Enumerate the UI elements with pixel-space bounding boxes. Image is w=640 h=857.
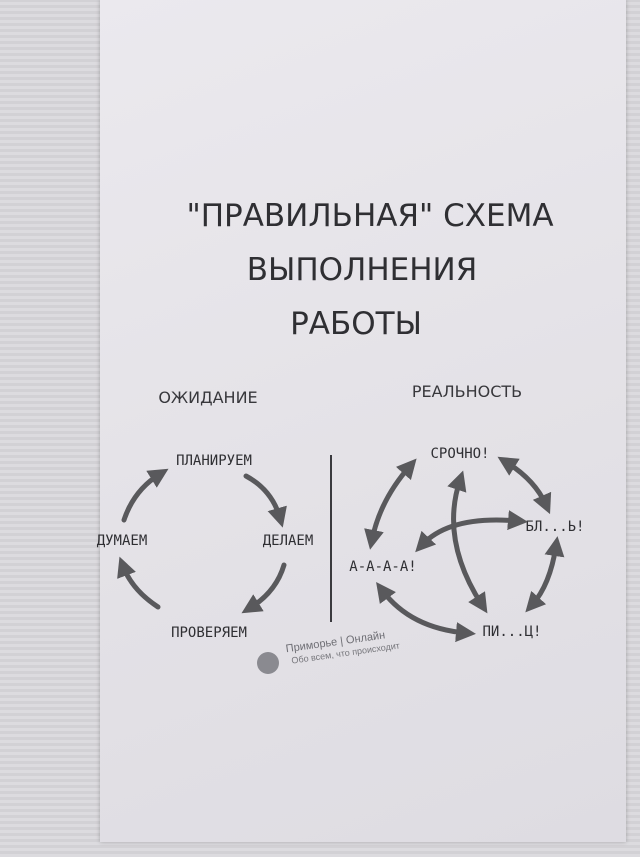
- node-swear-1: БЛ...Ь!: [525, 519, 584, 535]
- node-plan: ПЛАНИРУЕМ: [176, 453, 252, 469]
- watermark-logo-icon: [257, 652, 279, 674]
- node-do: ДЕЛАЕМ: [263, 533, 314, 549]
- title-line-1: "ПРАВИЛЬНАЯ" СХЕМА: [186, 198, 553, 234]
- reality-heading: РЕАЛЬНОСТЬ: [412, 382, 522, 401]
- arrow-check-to-think: [117, 556, 161, 610]
- arrow-swear1-swear2: [525, 536, 565, 613]
- arrow-urgent-swear1: [497, 456, 552, 515]
- arrow-urgent-scream: [364, 458, 417, 550]
- arrow-do-to-check: [241, 562, 287, 614]
- arrow-plan-to-do: [243, 473, 287, 528]
- arrow-think-to-plan: [121, 468, 169, 523]
- paper-sheet: [100, 0, 626, 842]
- node-check: ПРОВЕРЯЕМ: [171, 625, 247, 641]
- arrow-scream-swear2: [376, 581, 476, 643]
- arrow-urgent-swear2: [447, 470, 488, 614]
- node-urgent: СРОЧНО!: [430, 446, 489, 462]
- arrow-scream-swear1: [415, 510, 528, 553]
- node-swear-2: ПИ...Ц!: [482, 624, 541, 640]
- title-line-2: ВЫПОЛНЕНИЯ: [247, 252, 478, 288]
- node-scream: А-А-А-А!: [349, 559, 416, 575]
- expectation-heading: ОЖИДАНИЕ: [158, 388, 257, 407]
- node-think: ДУМАЕМ: [97, 533, 148, 549]
- title-line-3: РАБОТЫ: [290, 306, 422, 342]
